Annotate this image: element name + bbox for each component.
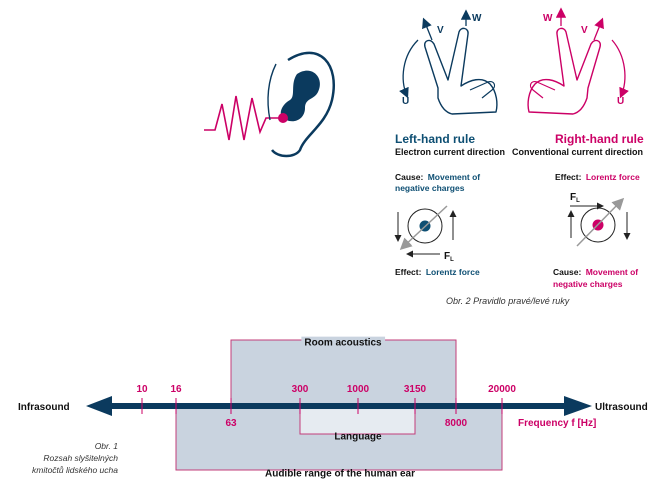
left-label-v: V	[437, 25, 444, 36]
left-diagonal-arrow	[399, 205, 448, 251]
left-hand-icon	[423, 27, 498, 115]
left-thumb-icon	[469, 81, 496, 99]
right-arrow-u	[611, 39, 629, 99]
room-acoustics-panel	[230, 339, 457, 407]
frequency-diagram: Room acoustics Language Audible range of…	[18, 336, 648, 480]
ear-lobe-icon	[267, 63, 277, 121]
tick-label-300: 300	[292, 384, 309, 395]
right-hand-rule: W V U Right-hand rule Conventional curre…	[512, 7, 644, 289]
tick-marks	[141, 398, 503, 414]
left-rule-title: Left-hand rule	[395, 132, 475, 146]
right-rule-title: Right-hand rule	[555, 132, 644, 146]
right-diagonal-arrow	[576, 197, 625, 247]
right-cause-line2: negative charges	[553, 279, 623, 289]
caption-obr-1-line1: Obr. 1	[95, 441, 119, 451]
right-arrow-v	[593, 17, 604, 41]
left-arrow-v	[422, 17, 433, 41]
eardrum-dot-icon	[278, 113, 288, 123]
tick-label-1000: 1000	[347, 384, 370, 395]
room-acoustics-label: Room acoustics	[304, 338, 382, 349]
left-cause-line2: negative charges	[395, 183, 465, 193]
tick-label-3150: 3150	[404, 384, 427, 395]
left-rule-subtitle: Electron current direction	[395, 147, 505, 157]
left-arrow-u	[399, 39, 419, 99]
right-cause: Cause: Movement of	[553, 267, 638, 277]
right-lorentz-diagram: FL	[567, 192, 631, 247]
caption-obr-1-line2: Rozsah slyšitelných	[43, 453, 118, 463]
caption-obr-1: Obr. 1 Rozsah slyšitelných kmitočtů lids…	[32, 441, 118, 475]
language-label: Language	[334, 432, 382, 443]
ear-inner-icon	[280, 70, 320, 122]
ultrasound-label: Ultrasound	[595, 402, 648, 413]
ear-outer-icon	[271, 51, 335, 158]
right-field-circle	[580, 207, 616, 243]
room-acoustics-label-bg	[301, 336, 386, 350]
tick-label-10: 10	[136, 384, 148, 395]
right-rule-subtitle: Conventional current direction	[512, 147, 643, 157]
axis-arrowhead-right-icon	[564, 396, 592, 416]
right-label-u: U	[617, 96, 624, 107]
tick-label-63: 63	[225, 418, 237, 429]
right-hand-icon	[527, 27, 602, 115]
axis-arrowhead-left-icon	[86, 396, 112, 416]
left-label-u: U	[402, 96, 409, 107]
frequency-axis-title: Frequency f [Hz]	[518, 418, 596, 429]
infrasound-label: Infrasound	[18, 402, 70, 413]
audible-range-label: Audible range of the human ear	[265, 469, 415, 480]
left-label-w: W	[472, 13, 482, 24]
right-label-v: V	[581, 25, 588, 36]
tick-label-8000: 8000	[445, 418, 468, 429]
right-effect: Effect: Lorentz force	[555, 172, 640, 182]
right-thumb-icon	[529, 81, 556, 99]
caption-obr-2: Obr. 2 Pravidlo pravé/levé ruky	[446, 296, 570, 306]
tick-label-20000: 20000	[488, 384, 516, 395]
ear-illustration	[204, 51, 335, 158]
left-field-circle	[407, 208, 443, 244]
caption-obr-1-line3: kmitočtů lidského ucha	[32, 465, 118, 475]
left-force-label: FL	[444, 251, 454, 263]
right-force-label: FL	[570, 192, 580, 204]
right-label-w: W	[543, 13, 553, 24]
tick-label-16: 16	[170, 384, 182, 395]
left-lorentz-diagram: FL	[394, 205, 457, 263]
left-hand-rule: V W U Left-hand rule Electron current di…	[394, 9, 505, 277]
left-cause: Cause: Movement of	[395, 172, 480, 182]
left-effect: Effect: Lorentz force	[395, 267, 480, 277]
sound-wave-zigzag	[204, 95, 284, 141]
